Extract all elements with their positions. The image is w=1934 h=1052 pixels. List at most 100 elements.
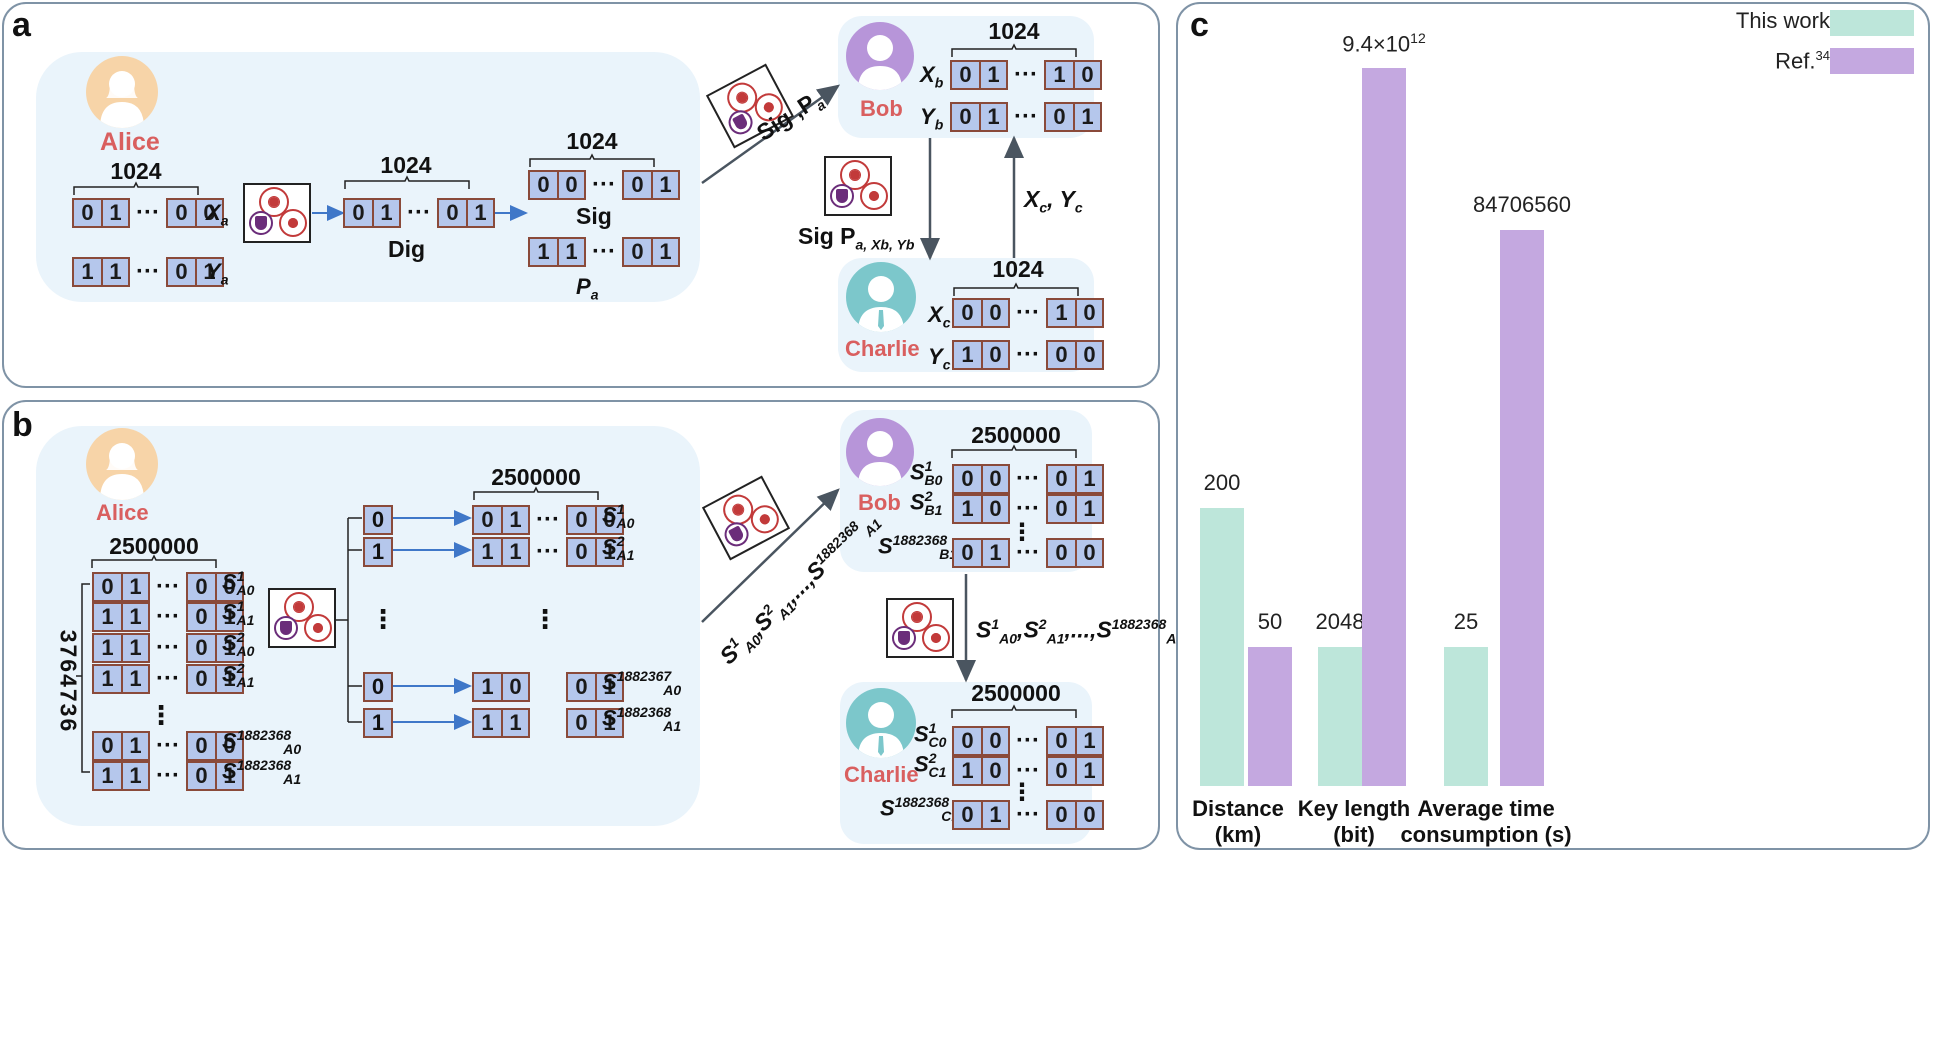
bob-avatar	[846, 22, 914, 90]
key-label: S1C0	[914, 720, 947, 750]
bit: 1	[215, 763, 242, 789]
bit: 0	[352, 200, 365, 225]
bit: 0	[1055, 496, 1068, 521]
ellipsis: ···	[136, 199, 160, 226]
bob-name: Bob	[858, 490, 901, 515]
ellipsis: ···	[1016, 465, 1040, 492]
ellipsis: ···	[1016, 341, 1040, 368]
ellipsis: ···	[536, 538, 560, 565]
bit: 1	[101, 763, 114, 788]
bob-key-length: 1024	[988, 18, 1040, 44]
person-icon	[858, 702, 904, 758]
key-label: S1A0	[222, 568, 255, 598]
bit: 0	[981, 496, 1008, 522]
panel-c	[1176, 2, 1930, 850]
bit: 1	[481, 539, 494, 564]
brace	[951, 43, 1077, 57]
bit: 0	[101, 733, 114, 758]
bit: 0	[1075, 802, 1102, 828]
ellipsis: ···	[136, 258, 160, 285]
bracket	[76, 583, 90, 773]
bit: 0	[1075, 540, 1102, 566]
pa-label: Pa	[576, 274, 599, 303]
alice-key-length: 1024	[110, 158, 162, 184]
bit: 0	[1055, 802, 1068, 827]
bit: 1	[961, 496, 974, 521]
key-label: S2A1	[222, 660, 255, 690]
bit: 1	[215, 666, 242, 692]
bar-ref-0	[1248, 647, 1292, 786]
bob-to-charlie-label-b: S1A0,S2A1,...,S1882368A1	[976, 616, 1184, 647]
bit: 0	[961, 300, 974, 325]
bit: 0	[1055, 466, 1068, 491]
person-icon	[858, 35, 902, 90]
key-label: S1882368B1	[878, 532, 958, 562]
ellipsis: ···	[156, 573, 180, 600]
bit: 0	[1055, 758, 1068, 783]
bit: 1	[121, 604, 148, 630]
legend-swatch-ref	[1830, 48, 1914, 74]
bit: 0	[961, 540, 974, 565]
bit: 0	[1073, 62, 1100, 88]
bit: 1	[81, 259, 94, 284]
bit: 1	[121, 666, 148, 692]
bit: 0	[195, 574, 208, 599]
bit: 0	[481, 507, 494, 532]
bit: 1	[121, 763, 148, 789]
bit: 1	[101, 259, 128, 285]
bit: 0	[446, 200, 459, 225]
bit: 1	[961, 342, 974, 367]
key-label: S1882368A1	[602, 704, 682, 734]
bit: 1	[557, 239, 584, 265]
bit: 0	[1055, 342, 1068, 367]
bit: 1	[979, 104, 1006, 130]
selector-bit: 1	[363, 537, 393, 567]
ellipsis: ···	[156, 665, 180, 692]
brace	[344, 175, 470, 189]
panel-c-label: c	[1190, 6, 1209, 44]
charlie-avatar	[846, 262, 916, 332]
bit: 0	[1053, 104, 1066, 129]
bit: 0	[575, 539, 588, 564]
key-label: S2C1	[914, 750, 947, 780]
bit: 1	[481, 710, 494, 735]
ellipsis: ···	[156, 634, 180, 661]
sig-label: Sig	[576, 203, 612, 229]
category-label: Distance(km)	[1192, 796, 1284, 847]
bit: 1	[595, 710, 622, 736]
yc-label: Yc	[928, 344, 951, 373]
panel-b-label: b	[12, 406, 33, 444]
ya-label: Ya	[206, 259, 229, 288]
ellipsis: ···	[156, 603, 180, 630]
alice-name: Alice	[96, 500, 149, 525]
key-label: S1882368A0	[222, 727, 302, 757]
bit: 0	[215, 574, 242, 600]
bit: 0	[101, 574, 114, 599]
ellipsis: ···	[407, 199, 431, 226]
